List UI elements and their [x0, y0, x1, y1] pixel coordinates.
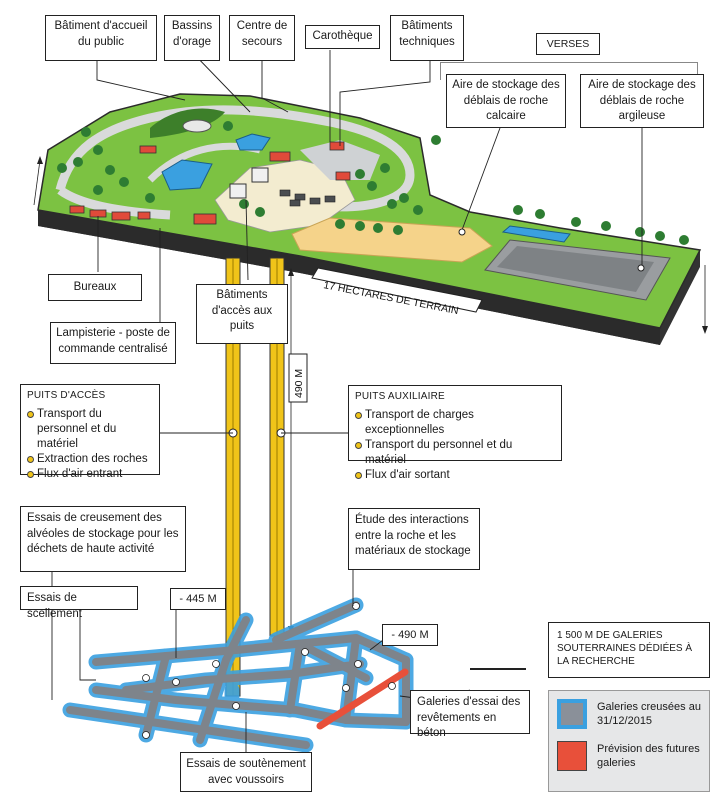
label-batiment-accueil: Bâtiment d'accueil du public	[45, 15, 157, 61]
legend-swatch-future	[557, 741, 587, 771]
label-text: Galeries d'essai des revêtements en béto…	[417, 696, 521, 740]
label-aire-argileuse: Aire de stockage des déblais de roche ar…	[580, 74, 704, 128]
label-depth-490: - 490 M	[382, 624, 438, 646]
label-text: Bureaux	[73, 281, 117, 293]
legend-item-future: Prévision des futures galeries	[557, 741, 701, 771]
label-text: Essais de soutènement avec voussoirs	[186, 758, 306, 786]
label-text: Essais de scellement	[27, 592, 82, 620]
list-item: Flux d'air sortant	[355, 468, 555, 483]
label-essais-scellement: Essais de scellement	[20, 586, 138, 620]
depth-490-vertical: 490 M	[293, 369, 305, 398]
legend-swatch-existing	[557, 699, 587, 729]
label-text: Lampisterie - poste de commande centrali…	[56, 327, 170, 355]
label-galeries-essai: Galeries d'essai des revêtements en béto…	[410, 690, 530, 739]
label-text: Carothèque	[312, 30, 373, 42]
label-text: - 490 M	[391, 629, 429, 641]
puits-acces-list: Transport du personnel et du matériel Ex…	[27, 407, 153, 483]
bullet-icon	[355, 441, 362, 449]
label-centre-secours: Centre de secours	[229, 15, 295, 61]
label-text: Aire de stockage des déblais de roche ar…	[588, 79, 696, 123]
label-essais-soutenement: Essais de soutènement avec voussoirs	[180, 752, 312, 792]
label-text: VERSES	[546, 38, 590, 50]
list-item-text: Transport du personnel et du matériel	[37, 407, 117, 450]
label-verses: VERSES	[536, 33, 600, 55]
label-text: Aire de stockage des déblais de roche ca…	[452, 79, 560, 123]
label-text: - 445 M	[179, 593, 217, 605]
puits-auxiliaire-title: PUITS AUXILIAIRE	[355, 391, 445, 402]
puits-acces-box: PUITS D'ACCÈS Transport du personnel et …	[20, 384, 160, 480]
legend-label: Galeries creusées au 31/12/2015	[597, 700, 701, 727]
galeries-leader	[470, 668, 526, 670]
label-bassins-orage: Bassins d'orage	[164, 15, 220, 61]
legend-item-existing: Galeries creusées au 31/12/2015	[557, 699, 701, 729]
label-lampisterie: Lampisterie - poste de commande centrali…	[50, 322, 176, 364]
list-item: Transport du personnel et du matériel	[27, 407, 153, 453]
label-text: Bâtiments techniques	[399, 20, 455, 48]
label-text: Bâtiments d'accès aux puits	[211, 289, 273, 333]
label-batiments-techniques: Bâtiments techniques	[390, 15, 464, 61]
label-aire-calcaire: Aire de stockage des déblais de roche ca…	[446, 74, 566, 128]
list-item-text: Extraction des roches	[37, 453, 148, 466]
legend-label: Prévision des futures galeries	[597, 742, 700, 769]
list-item: Flux d'air entrant	[27, 467, 153, 482]
label-bureaux: Bureaux	[48, 274, 142, 301]
bullet-icon	[27, 471, 34, 479]
puits-acces-title: PUITS D'ACCÈS	[27, 390, 106, 401]
galleries	[62, 597, 414, 753]
bullet-icon	[27, 410, 34, 418]
puits-auxiliaire-list: Transport de charges exceptionnelles Tra…	[355, 408, 555, 484]
label-text: Centre de secours	[236, 20, 288, 48]
galeries-info-box: 1 500 M DE GALERIES SOUTERRAINES DÉDIÉES…	[548, 622, 710, 678]
bullet-icon	[355, 411, 362, 419]
puits-auxiliaire-box: PUITS AUXILIAIRE Transport de charges ex…	[348, 385, 562, 481]
list-item: Transport du personnel et du matériel	[355, 438, 555, 468]
legend: Galeries creusées au 31/12/2015 Prévisio…	[548, 690, 710, 792]
label-text: Essais de creusement des alvéoles de sto…	[27, 512, 179, 556]
list-item-text: Flux d'air entrant	[37, 468, 123, 481]
label-carotheque: Carothèque	[305, 25, 380, 49]
list-item-text: Transport du personnel et du matériel	[365, 438, 513, 467]
bullet-icon	[27, 456, 34, 464]
label-text: Bâtiment d'accueil du public	[54, 20, 148, 48]
bullet-icon	[355, 472, 362, 480]
list-item-text: Transport de charges exceptionnelles	[365, 408, 474, 436]
label-depth-445: - 445 M	[170, 588, 226, 610]
label-text: Bassins d'orage	[171, 20, 213, 48]
galeries-info-text: 1 500 M DE GALERIES SOUTERRAINES DÉDIÉES…	[557, 630, 693, 667]
list-item-text: Flux d'air sortant	[365, 469, 450, 482]
list-item: Extraction des roches	[27, 452, 153, 467]
list-item: Transport de charges exceptionnelles	[355, 408, 555, 438]
label-text: Étude des interactions entre la roche et…	[355, 514, 471, 558]
label-etude-interactions: Étude des interactions entre la roche et…	[348, 508, 480, 570]
label-batiments-acces-puits: Bâtiments d'accès aux puits	[196, 284, 288, 344]
label-essais-creusement: Essais de creusement des alvéoles de sto…	[20, 506, 186, 572]
surface-platform: 17 HECTARES DE TERRAIN	[33, 93, 708, 345]
